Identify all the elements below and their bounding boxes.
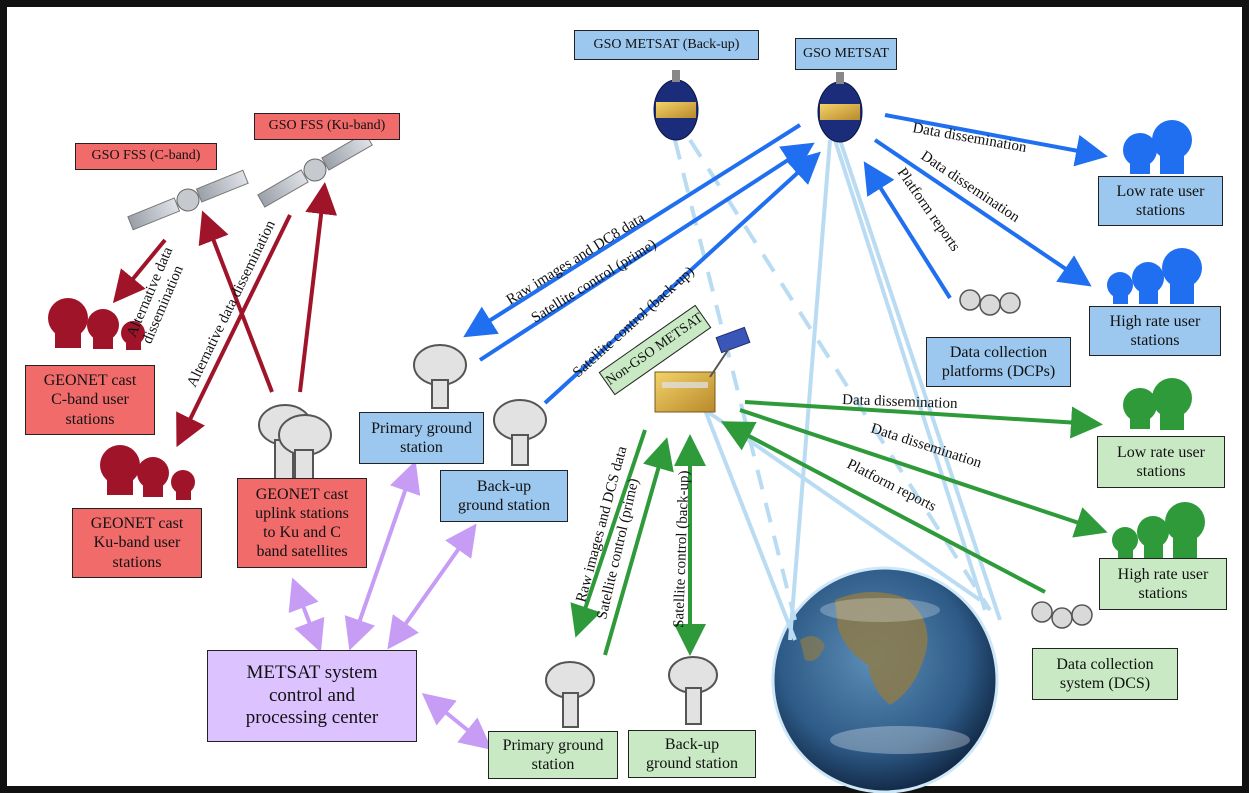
geonet-c-user-box: GEONET cast C-band user stations bbox=[25, 365, 155, 435]
dcs-box: Data collection system (DCS) bbox=[1032, 648, 1178, 700]
backup-ground-blue-dish-icon bbox=[493, 399, 547, 466]
primary-ground-green-dish-icon bbox=[545, 661, 595, 728]
backup-ground-blue-box: Back-up ground station bbox=[440, 470, 568, 522]
dcp-box: Data collection platforms (DCPs) bbox=[926, 337, 1071, 387]
low-rate-blue-dish-icon bbox=[1123, 120, 1192, 174]
high-rate-green-box: High rate user stations bbox=[1099, 558, 1227, 610]
primary-ground-green-box: Primary ground station bbox=[488, 731, 618, 779]
label-green-platform: Platform reports bbox=[844, 456, 939, 515]
dcs-dish-icon bbox=[1031, 601, 1093, 629]
gso-fss-ku-box: GSO FSS (Ku-band) bbox=[254, 113, 400, 140]
gso-fss-ku-satellite-icon bbox=[257, 132, 373, 208]
backup-ground-green-dish-icon bbox=[668, 656, 718, 725]
low-rate-blue-box: Low rate user stations bbox=[1098, 176, 1223, 226]
primary-ground-blue-dish-icon bbox=[413, 344, 467, 409]
gso-fss-c-satellite-icon bbox=[127, 169, 249, 231]
geonet-uplink-box: GEONET cast uplink stations to Ku and C … bbox=[237, 478, 367, 568]
non-gso-metsat-satellite-icon bbox=[654, 326, 751, 413]
gso-metsat-box: GSO METSAT bbox=[795, 38, 897, 70]
red-arrows bbox=[112, 182, 338, 448]
geonet-ku-user-box: GEONET cast Ku-band user stations bbox=[72, 508, 202, 578]
geonet-uplink-dish-icon bbox=[258, 404, 332, 481]
backup-ground-green-box: Back-up ground station bbox=[628, 730, 756, 778]
gso-metsat-backup-box: GSO METSAT (Back-up) bbox=[574, 30, 759, 60]
gso-metsat-satellite-icon bbox=[817, 72, 863, 143]
green-arrows bbox=[570, 400, 1108, 656]
high-rate-green-dish-icon bbox=[1112, 502, 1205, 559]
metsat-center-box: METSAT system control and processing cen… bbox=[207, 650, 417, 742]
dcp-dish-icon bbox=[959, 289, 1021, 316]
blue-arrows bbox=[463, 113, 1108, 405]
high-rate-blue-dish-icon bbox=[1107, 248, 1202, 304]
gso-fss-c-box: GSO FSS (C-band) bbox=[75, 143, 217, 170]
label-green-ctrl-backup: Satellite control (back-up) bbox=[671, 470, 692, 628]
label-alt-dissem-ku: Alternative data dissemination bbox=[184, 218, 279, 390]
earth-globe bbox=[771, 566, 999, 793]
low-rate-green-dish-icon bbox=[1123, 378, 1192, 430]
coverage-lines bbox=[673, 138, 1002, 641]
high-rate-blue-box: High rate user stations bbox=[1089, 306, 1221, 356]
purple-arrows bbox=[288, 460, 493, 751]
gso-metsat-backup-satellite-icon bbox=[653, 70, 699, 141]
label-alt-dissem-c: Alternative data dissemination bbox=[124, 241, 193, 346]
geonet-ku-user-dish-icon bbox=[100, 445, 195, 500]
low-rate-green-box: Low rate user stations bbox=[1097, 436, 1225, 488]
label-green-dissem-1: Data dissemination bbox=[842, 392, 958, 412]
primary-ground-blue-box: Primary ground station bbox=[359, 412, 484, 464]
geonet-c-user-dish-icon bbox=[48, 298, 145, 350]
